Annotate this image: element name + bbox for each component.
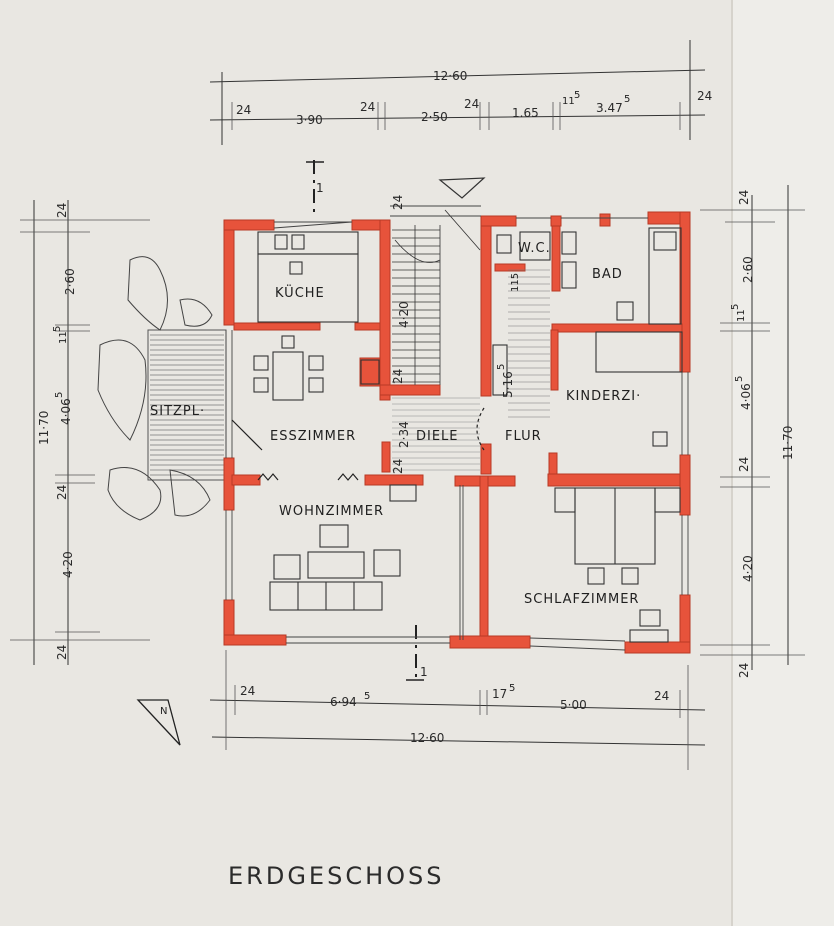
- dim-bottom-24b: 24: [654, 689, 669, 703]
- dim-top-24c: 24: [464, 97, 479, 111]
- north-arrow: N: [136, 699, 181, 746]
- dim-flur-5165-sup: 5: [496, 364, 507, 370]
- dim-left-total: 11·70: [37, 411, 51, 445]
- dim-right-4065-sup: 5: [734, 376, 745, 382]
- dim-right-24a: 24: [737, 190, 751, 205]
- dim-stair-24c: 24: [391, 459, 405, 474]
- north-label: N: [160, 706, 167, 717]
- dim-top-165: 1.65: [512, 106, 539, 120]
- dim-left-24b: 24: [55, 485, 69, 500]
- dim-right-total: 11·70: [781, 426, 795, 460]
- label-wc: W.C.: [518, 241, 551, 256]
- dim-left-24a: 24: [55, 203, 69, 218]
- terrace-sitzplatz: SITZPL·: [97, 256, 227, 521]
- label-kinderzi: KINDERZI·: [566, 389, 641, 404]
- right-dimensions: 24 2·60 11 5 4·06 5 24 4·20 24 11·70: [700, 185, 805, 678]
- dim-right-420: 4·20: [741, 555, 755, 582]
- dim-bottom-total: 12·60: [410, 731, 444, 745]
- dim-right-24c: 24: [737, 663, 751, 678]
- dim-bottom-6945-sup: 5: [364, 691, 370, 702]
- dim-stair-24a: 24: [391, 195, 405, 210]
- paper-fold: [732, 0, 834, 926]
- label-bad: BAD: [592, 267, 623, 282]
- top-dimensions: 12·60 24 3·90 24 2·50 24 1.65 11 5 3.47 …: [209, 40, 712, 145]
- section-marks: 1 1: [306, 160, 486, 681]
- diele-floor: [392, 397, 480, 471]
- dim-top-250: 2·50: [421, 110, 448, 124]
- label-wohnzimmer: WOHNZIMMER: [279, 504, 384, 519]
- window-outlines: [225, 205, 689, 651]
- dim-top-total: 12·60: [433, 69, 467, 83]
- dim-flur-115: 115: [510, 273, 521, 292]
- dim-right-4065: 4·06: [739, 383, 753, 410]
- dim-flur-5165: 5·16: [501, 371, 515, 398]
- section-mark-top: 1: [316, 181, 324, 195]
- label-schlafzimmer: SCHLAFZIMMER: [524, 592, 639, 607]
- dim-bottom-175: 17: [492, 687, 507, 701]
- left-dimensions: 11·70 24 2·60 11 5 4·06 5 24 4·20 24: [10, 200, 150, 665]
- dim-bottom-24a: 24: [240, 684, 255, 698]
- bottom-dimensions: 24 6·94 5 17 5 5·00 24 12·60: [209, 650, 706, 770]
- dim-top-390: 3·90: [296, 113, 323, 127]
- room-labels: KÜCHE ESSZIMMER DIELE FLUR W.C. BAD KIND…: [270, 241, 641, 607]
- dim-right-115-sup: 5: [730, 304, 741, 310]
- interior-dims: 24 4·20 24 2·34 24 115 5·16 5: [391, 195, 521, 474]
- label-flur: FLUR: [505, 429, 542, 444]
- dim-bottom-6945: 6·94: [330, 695, 357, 709]
- dim-top-24d: 24: [697, 89, 712, 103]
- staircase: [392, 209, 481, 385]
- label-sitzpl: SITZPL·: [150, 404, 205, 419]
- flur-steps: [508, 269, 550, 418]
- dim-top-24a: 24: [236, 103, 251, 117]
- dim-left-260: 2·60: [63, 268, 77, 295]
- label-diele: DIELE: [416, 429, 459, 444]
- dim-top-115: 11: [562, 96, 575, 107]
- dim-stair-24b: 24: [391, 369, 405, 384]
- section-mark-bottom: 1: [420, 665, 428, 679]
- dim-right-115: 11: [736, 309, 747, 322]
- dim-top-24b: 24: [360, 100, 375, 114]
- dim-left-420: 4·20: [61, 551, 75, 578]
- dim-left-24c: 24: [55, 645, 69, 660]
- walls: [223, 211, 691, 654]
- dim-bottom-175-sup: 5: [509, 683, 515, 694]
- dim-bottom-500: 5·00: [560, 698, 587, 712]
- dim-stair-234: 2·34: [397, 421, 411, 448]
- label-kueche: KÜCHE: [275, 284, 325, 301]
- dim-right-24b: 24: [737, 457, 751, 472]
- dim-left-4065: 4·06: [59, 398, 73, 425]
- dim-top-115-sup: 5: [574, 90, 580, 101]
- dim-left-115-sup: 5: [52, 326, 63, 332]
- dim-top-3475-sup: 5: [624, 94, 630, 105]
- dim-left-115: 11: [58, 331, 69, 344]
- furniture: [253, 227, 683, 643]
- label-esszimmer: ESSZIMMER: [270, 429, 356, 444]
- dim-left-4065-sup: 5: [54, 392, 65, 398]
- door-marks: [231, 407, 485, 481]
- dim-right-260: 2·60: [741, 256, 755, 283]
- dim-top-3475: 3.47: [596, 101, 623, 115]
- dim-stair-420: 4·20: [397, 301, 411, 328]
- drawing-title: ERDGESCHOSS: [228, 862, 444, 890]
